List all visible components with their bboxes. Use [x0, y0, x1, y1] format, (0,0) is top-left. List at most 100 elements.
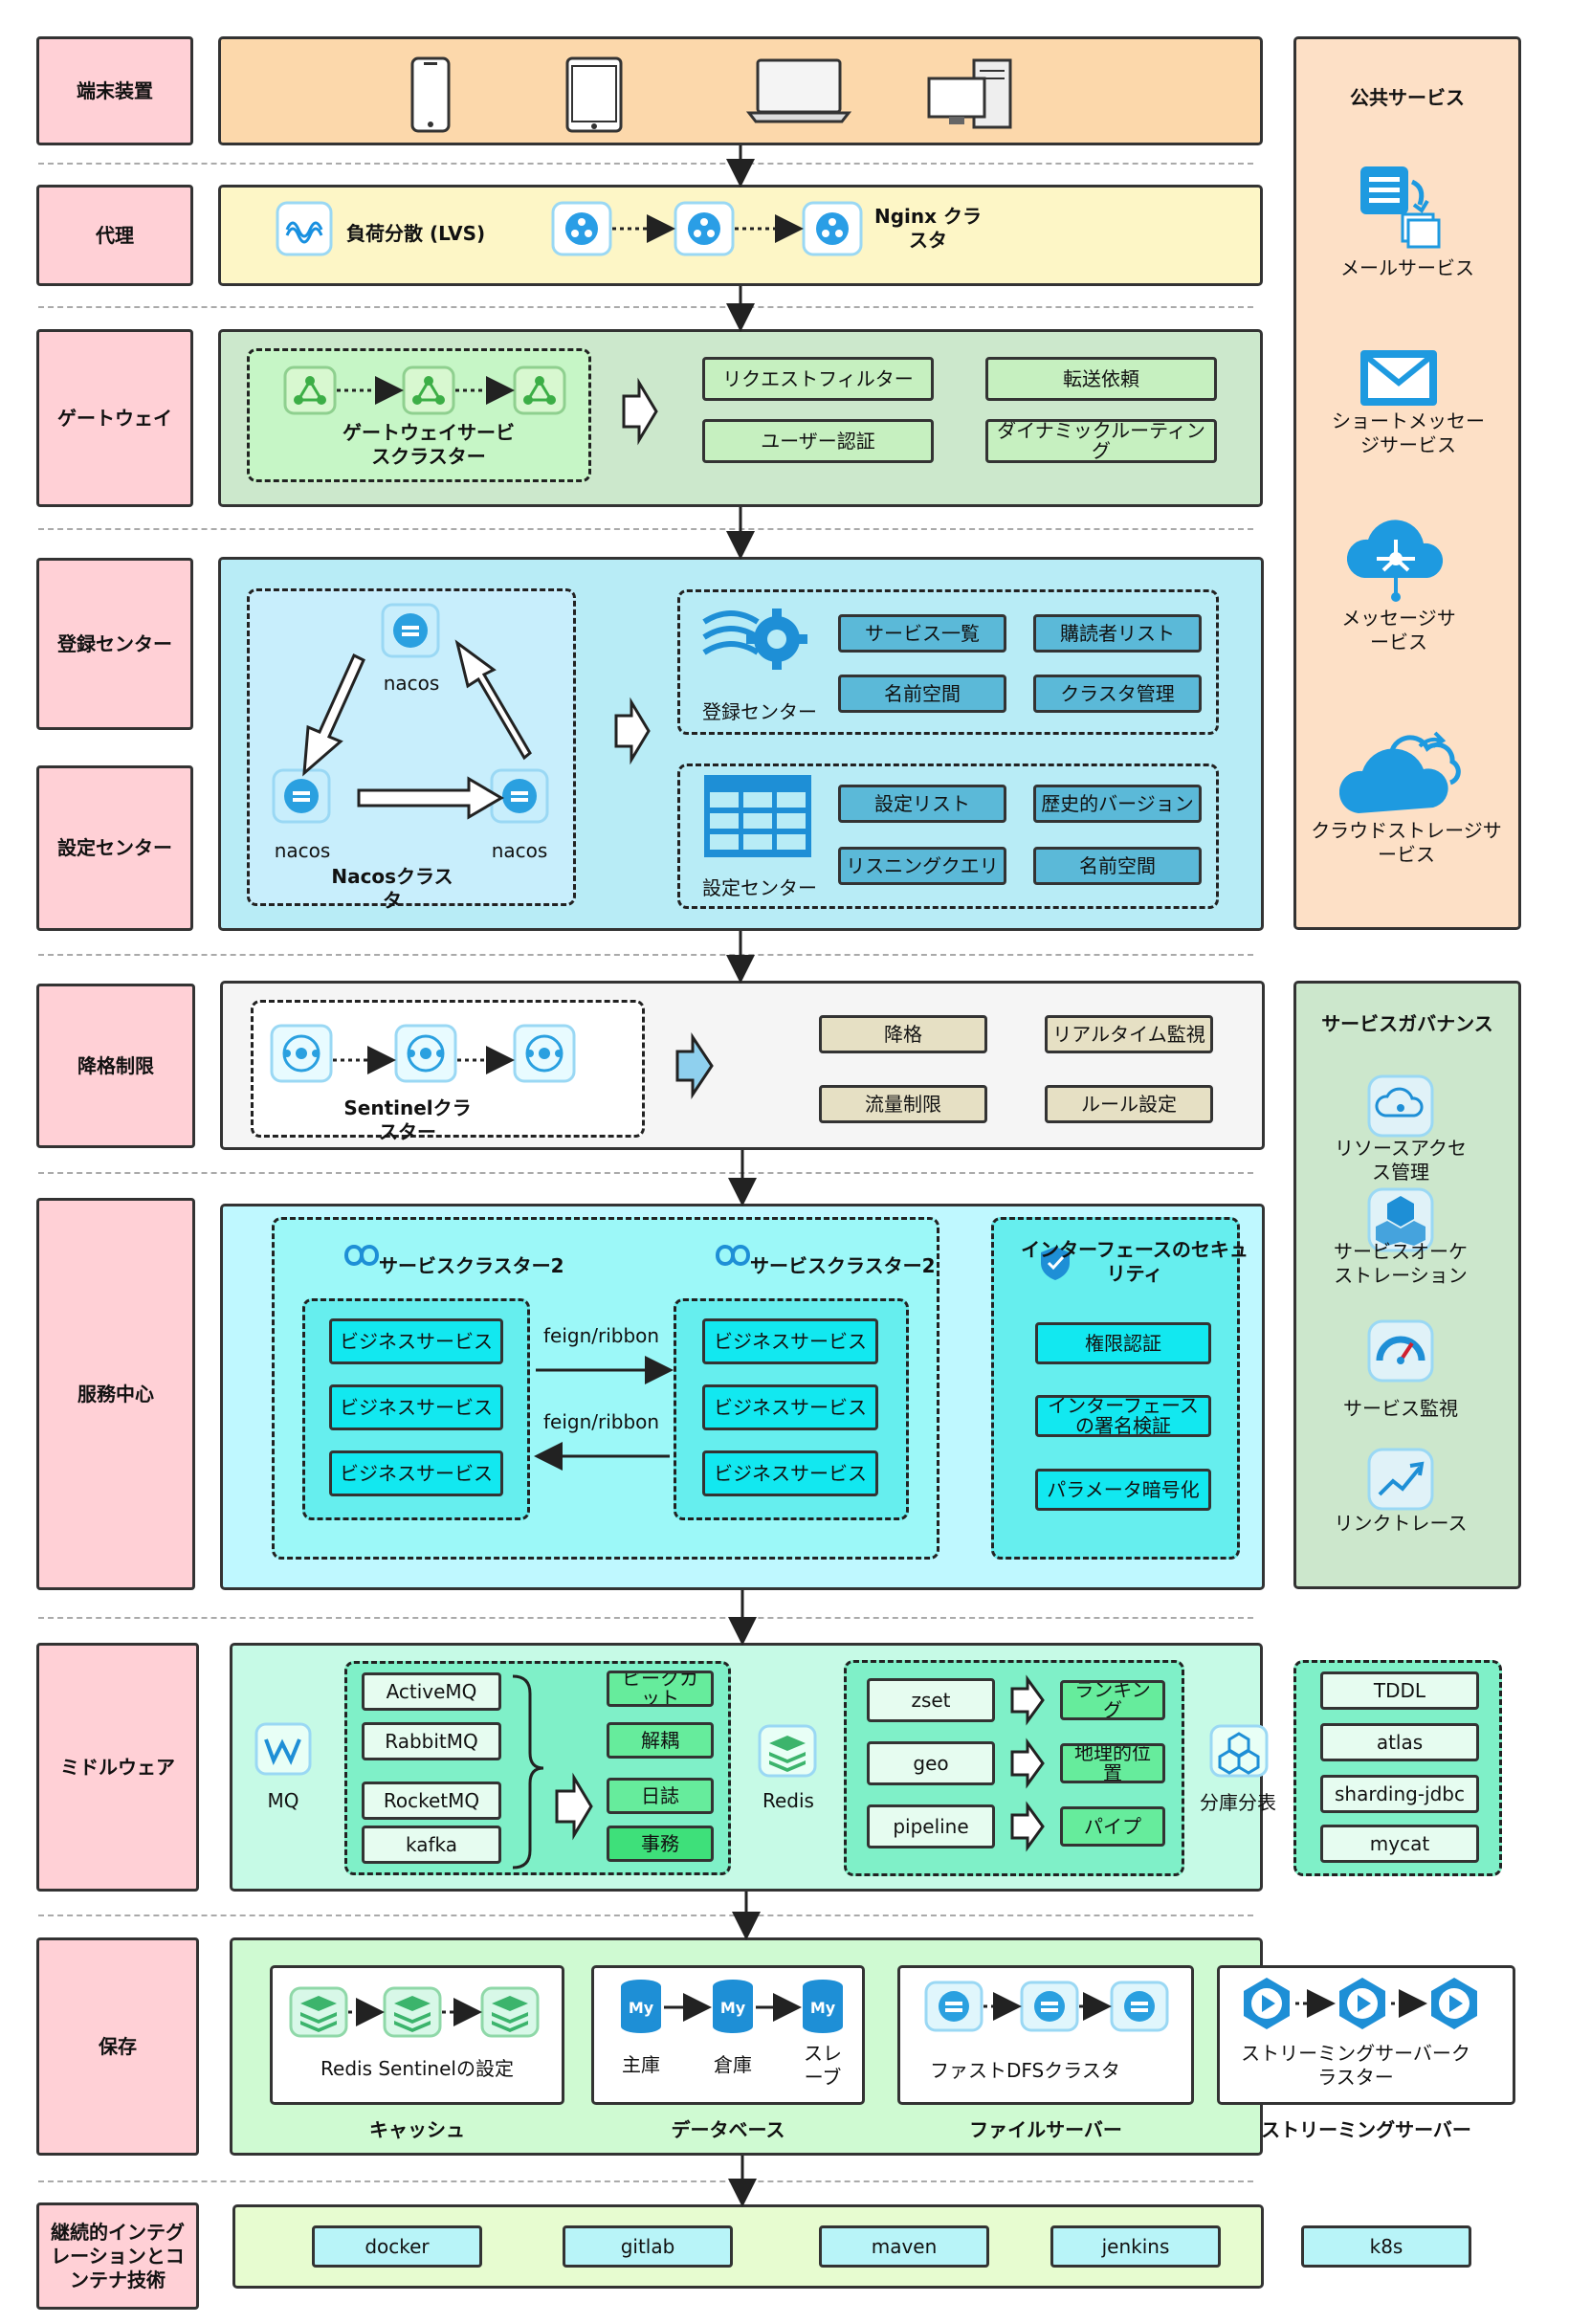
security-item: インターフェースの署名検証	[1035, 1395, 1211, 1437]
db-slave-label: スレーブ	[804, 2042, 842, 2089]
sentinel-node-icon-2	[394, 1024, 457, 1083]
registry-item: 名前空間	[838, 675, 1006, 713]
config-item: 歴史的バージョン	[1033, 785, 1202, 823]
service-cluster-right-label: サービスクラスター2	[750, 1254, 936, 1277]
tablet-icon	[565, 56, 623, 133]
governance-label: サービス監視	[1343, 1397, 1458, 1420]
stream-title: ストリーミングサーバー	[1261, 2118, 1471, 2141]
governance-label: リンクトレース	[1334, 1512, 1468, 1535]
registry-item: クラスタ管理	[1033, 675, 1202, 713]
sentinel-item: 降格	[819, 1015, 987, 1053]
stream-icon-3	[1431, 1978, 1477, 2029]
registry-item: サービス一覧	[838, 614, 1006, 653]
nacos-node-icon-top	[381, 603, 440, 658]
cache-title: キャッシュ	[369, 2118, 465, 2141]
nacos-node-icon-right	[490, 768, 549, 824]
governance-title: サービスガバナンス	[1321, 1012, 1493, 1035]
service-cluster-icon-right	[715, 1245, 751, 1266]
label-registry: 登録センター	[36, 558, 193, 730]
redis-label: Redis	[762, 1789, 814, 1812]
fastdfs-icon-1	[924, 1981, 983, 2032]
sharding-icon	[1209, 1724, 1269, 1778]
redis-item: geo	[867, 1741, 995, 1785]
public-service-label: クラウドストレージサービス	[1311, 819, 1502, 866]
public-service-label: メールサービス	[1340, 256, 1474, 279]
sentinel-node-icon-3	[513, 1024, 576, 1083]
file-caption: ファストDFSクラスタ	[930, 2059, 1120, 2082]
phone-icon	[410, 56, 451, 133]
ci-tool: gitlab	[563, 2225, 733, 2268]
biz-service-box: ビジネスサービス	[329, 1450, 503, 1496]
nacos-node-icon-left	[272, 768, 331, 824]
stream-icon-1	[1244, 1978, 1290, 2029]
ci-tool: docker	[312, 2225, 482, 2268]
stream-icon-2	[1339, 1978, 1385, 2029]
label-middleware: ミドルウェア	[36, 1643, 199, 1892]
message-cloud-icon	[1346, 520, 1444, 602]
mq-use: 解耦	[607, 1722, 714, 1759]
registry-gear-icon	[702, 609, 807, 670]
redis-use: ランキング	[1060, 1680, 1165, 1720]
sharding-item: sharding-jdbc	[1320, 1775, 1479, 1813]
label-service: 服務中心	[36, 1198, 195, 1590]
cloud-storage-icon	[1339, 731, 1461, 813]
db-warehouse-label: 倉庫	[714, 2053, 752, 2076]
mq-item: ActiveMQ	[362, 1672, 501, 1711]
gateway-feature: 転送依頼	[985, 357, 1217, 401]
nginx-node-icon-2	[674, 201, 735, 256]
gateway-feature: リクエストフィルター	[702, 357, 934, 401]
desktop-icon	[927, 58, 1012, 129]
database-title: データベース	[671, 2118, 785, 2141]
orchestration-icon	[1367, 1187, 1434, 1252]
label-config: 設定センター	[36, 765, 193, 931]
label-degrade: 降格制限	[36, 984, 195, 1148]
db-master-label: 主庫	[622, 2053, 660, 2076]
sentinel-item: ルール設定	[1045, 1085, 1213, 1123]
governance-label: リソースアクセス管理	[1335, 1137, 1467, 1184]
redis-use: 地理的位置	[1060, 1743, 1165, 1783]
mq-use: ピークカット	[607, 1671, 714, 1707]
ci-tool: jenkins	[1050, 2225, 1221, 2268]
ci-tool: maven	[819, 2225, 989, 2268]
registry-center-title: 登録センター	[702, 700, 817, 723]
label-ci: 継続的インテグレーションとコンテナ技術	[36, 2202, 199, 2310]
biz-service-box: ビジネスサービス	[702, 1450, 878, 1496]
mq-use: 事務	[607, 1826, 714, 1862]
nacos-node-label: nacos	[383, 672, 440, 695]
monitor-gauge-icon	[1367, 1319, 1434, 1383]
laptop-icon	[746, 58, 851, 123]
gateway-cluster-label: ゲートウェイサービスクラスター	[343, 421, 515, 468]
mq-use: 日誌	[607, 1778, 714, 1814]
link-trace-icon	[1367, 1448, 1434, 1511]
lvs-label: 負荷分散 (LVS)	[346, 222, 486, 245]
service-cluster-icon-left	[343, 1245, 380, 1266]
redis-sentinel-icon-2	[383, 1986, 442, 2038]
redis-sentinel-icon-1	[289, 1986, 348, 2038]
mysql-master-icon: My	[621, 1980, 661, 2033]
feign-call-label-bottom: feign/ribbon	[543, 1410, 660, 1433]
nginx-node-icon-3	[802, 201, 863, 256]
biz-service-box: ビジネスサービス	[702, 1318, 878, 1364]
gateway-node-icon-2	[402, 365, 455, 415]
sharding-item: mycat	[1320, 1825, 1479, 1863]
mysql-warehouse-icon: My	[713, 1980, 753, 2033]
mq-icon	[254, 1722, 312, 1776]
config-item: リスニングクエリ	[838, 847, 1006, 885]
biz-service-box: ビジネスサービス	[702, 1384, 878, 1430]
mq-item: RocketMQ	[362, 1782, 501, 1820]
svg-text:My: My	[629, 1999, 654, 2017]
redis-item: zset	[867, 1678, 995, 1722]
sharding-item: atlas	[1320, 1723, 1479, 1761]
nacos-node-label: nacos	[491, 839, 548, 862]
label-proxy: 代理	[36, 185, 193, 286]
mysql-slave-icon: My	[803, 1980, 843, 2033]
stream-caption: ストリーミングサーバークラスター	[1241, 2042, 1470, 2089]
mq-label: MQ	[267, 1789, 299, 1812]
security-title: インターフェースのセキュリティ	[1021, 1238, 1249, 1285]
redis-sentinel-icon-3	[480, 1986, 540, 2038]
nginx-cluster-label: Nginx クラスタ	[873, 205, 982, 252]
nginx-node-icon-1	[551, 201, 612, 256]
redis-use: パイプ	[1060, 1806, 1165, 1847]
sms-envelope-icon	[1360, 350, 1437, 406]
cache-caption: Redis Sentinelの設定	[320, 2057, 514, 2080]
